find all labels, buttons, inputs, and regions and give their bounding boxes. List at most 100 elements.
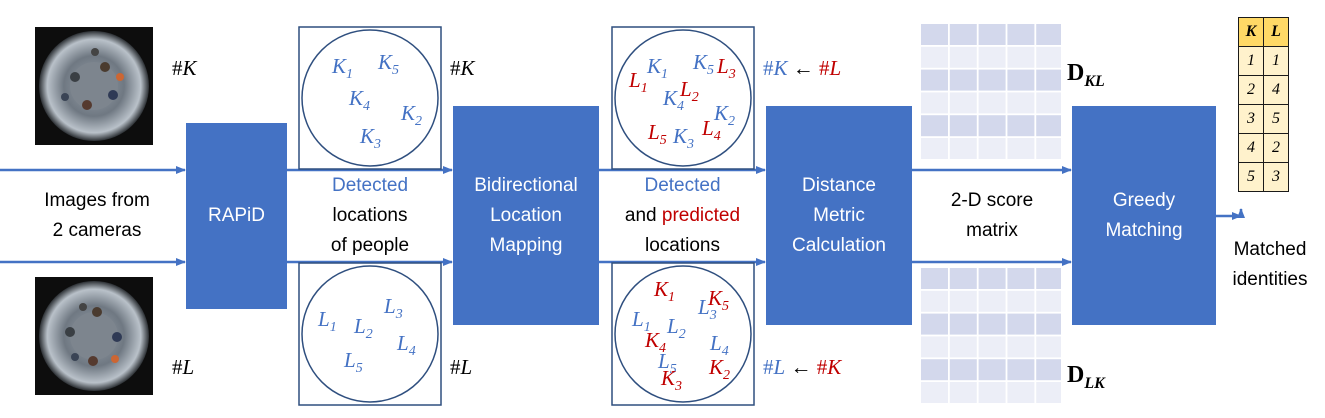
- matrix-cell: [949, 290, 977, 312]
- camera-tag-k: #K: [172, 56, 197, 80]
- matrix-cell: [978, 359, 1006, 381]
- point-l2: L2: [680, 77, 699, 106]
- matrix-cell: [978, 336, 1006, 358]
- matrix-cell: [978, 290, 1006, 312]
- point-l3: L3: [698, 295, 717, 324]
- point-l5: L5: [344, 348, 363, 377]
- frame-detected-k: [298, 26, 442, 170]
- score-matrix-label: 2-D score matrix: [950, 190, 1034, 241]
- matrix-cell: [1007, 290, 1035, 312]
- matrix-cell: [921, 24, 948, 45]
- score-matrix-top: [921, 24, 1061, 159]
- matrix-cell: [921, 382, 948, 403]
- matrix-cell: [1036, 115, 1061, 137]
- matrix-cell: [949, 46, 977, 68]
- point-k4: K4: [349, 86, 371, 115]
- matrix-cell: [978, 268, 1006, 289]
- fisheye-icon: [39, 31, 149, 141]
- matrix-cell: [978, 138, 1006, 159]
- point-k5: K5: [378, 50, 400, 79]
- circle-mapped-k: [614, 29, 752, 167]
- frame-detected-l: [298, 262, 442, 406]
- matrix-cell: [1036, 268, 1061, 289]
- point-l2: L2: [354, 314, 373, 343]
- point-k3: K3: [661, 366, 683, 395]
- matrix-cell: [978, 69, 1006, 91]
- left-arrow-icon: ←: [792, 56, 814, 80]
- circle-detected-k: [301, 29, 439, 167]
- point-k5: K5: [693, 50, 715, 79]
- matrix-cell: [1036, 313, 1061, 335]
- matrix-cell: [1036, 138, 1061, 159]
- matrix-cell: [978, 24, 1006, 45]
- matrix-cell: [921, 268, 948, 289]
- camera-image-l: [35, 277, 153, 395]
- block-rapid: RAPiD: [186, 123, 287, 309]
- score-matrix-bottom: [921, 268, 1061, 403]
- matrix-cell: [978, 115, 1006, 137]
- matrix-cell: [978, 382, 1006, 403]
- matrix-cell: [921, 46, 948, 68]
- frame-tag-k: #K: [450, 56, 475, 80]
- matrix-cell: [921, 290, 948, 312]
- match-header-k: K: [1238, 17, 1264, 47]
- point-k2: K2: [709, 355, 731, 384]
- point-l4: L4: [710, 331, 729, 360]
- matched-identities-label: Matched identities: [1232, 239, 1308, 290]
- point-l3: L3: [384, 294, 403, 323]
- matrix-cell: [921, 115, 948, 137]
- matrix-cell: [1007, 24, 1035, 45]
- point-l1: L1: [629, 68, 648, 97]
- predicted-locations-label: Detected and predicted locations: [624, 175, 741, 256]
- matrix-cell: [1007, 382, 1035, 403]
- matrix-cell: [1007, 268, 1035, 289]
- matrix-cell: [1007, 336, 1035, 358]
- circle-mapped-l: [614, 265, 752, 403]
- point-l4: L4: [702, 116, 721, 145]
- matrix-cell: [949, 382, 977, 403]
- matrix-cell: [1036, 382, 1061, 403]
- camera-tag-l: #L: [172, 355, 195, 379]
- matrix-cell: [1007, 138, 1035, 159]
- circle-detected-l: [301, 265, 439, 403]
- matrix-cell: [921, 69, 948, 91]
- matrix-cell: [1036, 46, 1061, 68]
- matrix-cell: [1036, 290, 1061, 312]
- matrix-cell: [1007, 313, 1035, 335]
- matrix-cell: [949, 313, 977, 335]
- point-k2: K2: [714, 101, 736, 130]
- point-l4: L4: [397, 331, 416, 360]
- point-k5: K5: [708, 286, 730, 315]
- matrix-cell: [1036, 359, 1061, 381]
- point-k4: K4: [663, 86, 685, 115]
- left-arrow-icon: ←: [790, 355, 812, 379]
- frame-tag-l: #L: [450, 355, 473, 379]
- matrix-cell: [949, 24, 977, 45]
- matrix-cell: [978, 313, 1006, 335]
- matrix-cell: [921, 138, 948, 159]
- point-l1: L1: [632, 307, 651, 336]
- matrix-cell: [921, 336, 948, 358]
- point-k1: K1: [654, 277, 676, 306]
- matrix-cell: [1007, 69, 1035, 91]
- matrix-label-kl: DKL: [1067, 60, 1105, 90]
- matrix-cell: [1007, 46, 1035, 68]
- matrix-cell: [1036, 69, 1061, 91]
- point-k1: K1: [647, 54, 669, 83]
- input-label: Images from 2 cameras: [44, 190, 150, 241]
- matrix-cell: [1036, 24, 1061, 45]
- point-k2: K2: [401, 101, 423, 130]
- point-l2: L2: [667, 314, 686, 343]
- frame-mapped-k: [611, 26, 755, 170]
- mapping-tag-top: #K ← #L: [763, 56, 842, 80]
- block-location-mapping: Bidirectional Location Mapping: [453, 106, 599, 325]
- matrix-cell: [1007, 359, 1035, 381]
- matrix-cell: [949, 115, 977, 137]
- matrix-cell: [1007, 92, 1035, 114]
